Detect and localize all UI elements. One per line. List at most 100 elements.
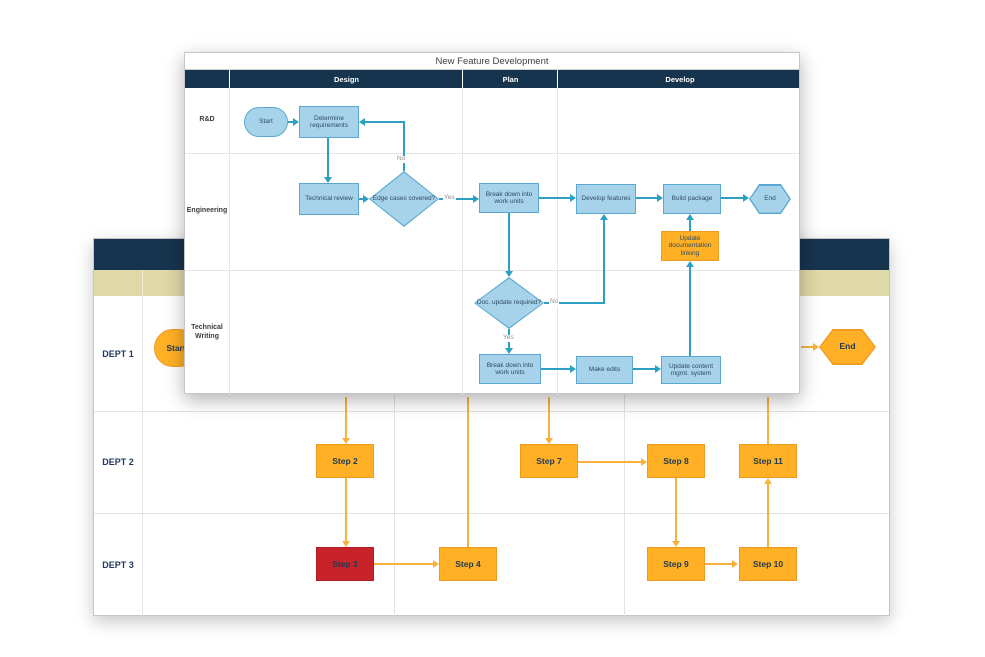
connector-step11-up bbox=[767, 397, 769, 444]
edge-label-yes: Yes bbox=[443, 194, 456, 202]
connector-into-step2 bbox=[345, 397, 347, 438]
arrowhead bbox=[363, 195, 369, 203]
flow-node-start: Start bbox=[244, 107, 288, 137]
phase-header-row: Design Plan Develop bbox=[185, 70, 799, 88]
arrowhead bbox=[600, 214, 608, 220]
flow-node-step4: Step 4 bbox=[439, 547, 497, 581]
connector-no-horizontal bbox=[544, 302, 605, 304]
flow-node-develop-features: Develop features bbox=[576, 184, 636, 214]
arrowhead bbox=[324, 177, 332, 183]
hexagon-fill bbox=[750, 185, 790, 213]
flow-node-step10: Step 10 bbox=[739, 547, 797, 581]
connector-step9-step10 bbox=[705, 563, 732, 565]
arrowhead bbox=[342, 438, 350, 444]
flow-node-make-edits: Make edits bbox=[576, 356, 633, 384]
edge-label-no: No bbox=[549, 298, 560, 306]
flow-node-update-documentation-linking: Update documentation linking bbox=[661, 231, 719, 261]
arrowhead bbox=[672, 541, 680, 547]
flow-node-breakdown-work-units-eng: Break down into work units bbox=[479, 183, 539, 213]
arrowhead bbox=[743, 194, 749, 202]
arrowhead bbox=[473, 195, 479, 203]
connector-step3-step4 bbox=[374, 563, 433, 565]
arrowhead bbox=[813, 343, 819, 351]
flow-node-determine-requirements: Determine requirements bbox=[299, 106, 359, 138]
lane-label-dept2: DEPT 2 bbox=[102, 457, 134, 467]
connector-no-vertical bbox=[603, 220, 605, 303]
connector-step2-step3 bbox=[345, 478, 347, 541]
connector-into-step7 bbox=[548, 397, 550, 438]
connector-step10-step11 bbox=[767, 484, 769, 547]
connector-no-loop-vertical bbox=[403, 121, 405, 171]
flow-node-step9: Step 9 bbox=[647, 547, 705, 581]
phase-header-plan: Plan bbox=[462, 70, 558, 88]
gridline bbox=[94, 411, 889, 412]
flow-node-step7: Step 7 bbox=[520, 444, 578, 478]
gridline bbox=[557, 88, 558, 395]
flow-node-step8: Step 8 bbox=[647, 444, 705, 478]
lane-label-technical-writing: Technical Writing bbox=[191, 324, 223, 340]
flow-node-edge-cases-covered: Edge cases covered? bbox=[369, 171, 439, 227]
gridline bbox=[462, 88, 463, 395]
flow-node-step11: Step 11 bbox=[739, 444, 797, 478]
connector-start-determine bbox=[288, 121, 294, 123]
arrowhead bbox=[359, 118, 365, 126]
arrowhead bbox=[570, 194, 576, 202]
lane-label-rnd: R&D bbox=[199, 116, 215, 124]
edge-label-no: No bbox=[396, 155, 407, 163]
connector-into-end bbox=[801, 346, 813, 348]
connector-techreview-edgecases bbox=[359, 198, 365, 200]
gridline bbox=[185, 153, 799, 154]
arrowhead bbox=[433, 560, 439, 568]
connector-step7-step8 bbox=[578, 461, 641, 463]
flow-node-end: End bbox=[749, 184, 791, 214]
arrowhead bbox=[732, 560, 738, 568]
connector-develop-build bbox=[636, 197, 657, 199]
arrowhead bbox=[764, 478, 772, 484]
flow-node-update-content-mgmt: Update content mgmt. system bbox=[661, 356, 721, 384]
lane-label-dept1: DEPT 1 bbox=[102, 348, 134, 359]
arrowhead bbox=[657, 194, 663, 202]
connector-build-end bbox=[721, 197, 743, 199]
divider bbox=[142, 270, 143, 296]
arrowhead bbox=[655, 365, 661, 373]
phase-header-develop: Develop bbox=[557, 70, 802, 88]
connector-updatedoc-build bbox=[689, 220, 691, 231]
flow-node-build-package: Build package bbox=[663, 184, 721, 214]
arrowhead bbox=[641, 458, 647, 466]
arrowhead bbox=[342, 541, 350, 547]
flow-node-doc-update-required: Doc. update required? bbox=[474, 277, 544, 329]
flow-node-step2: Step 2 bbox=[316, 444, 374, 478]
arrowhead bbox=[686, 214, 694, 220]
phase-header-design: Design bbox=[229, 70, 463, 88]
connector-yes-breakdown bbox=[439, 198, 473, 200]
arrowhead bbox=[293, 118, 299, 126]
gridline bbox=[394, 296, 395, 616]
connector-breakdown-docupdate bbox=[508, 213, 510, 272]
connector-determine-techreview bbox=[327, 138, 329, 178]
gridline bbox=[142, 296, 143, 616]
lane-label-dept3: DEPT 3 bbox=[102, 559, 134, 570]
connector-cms-updatedoc bbox=[689, 267, 691, 356]
connector-makeedits-cms bbox=[633, 368, 655, 370]
gridline bbox=[229, 88, 230, 395]
arrowhead bbox=[686, 261, 694, 267]
flow-node-breakdown-work-units-tw: Break down into work units bbox=[479, 354, 541, 384]
connector-breakdown-makeedits bbox=[541, 368, 570, 370]
connector-no-loop-horizontal bbox=[365, 121, 405, 123]
gridline bbox=[185, 270, 799, 271]
gridline bbox=[94, 513, 889, 514]
connector-breakdown-develop bbox=[539, 197, 570, 199]
front-swimlane-diagram: New Feature Development Design Plan Deve… bbox=[184, 52, 800, 395]
diagram-title: New Feature Development bbox=[185, 53, 799, 70]
arrowhead bbox=[505, 348, 513, 354]
arrowhead bbox=[545, 438, 553, 444]
arrowhead bbox=[505, 271, 513, 277]
flow-node-end: End bbox=[819, 329, 876, 365]
lane-label-engineering: Engineering bbox=[186, 207, 228, 215]
flow-node-technical-review: Technical review bbox=[299, 183, 359, 215]
edge-label-yes: Yes bbox=[502, 334, 515, 342]
connector-step8-step9 bbox=[675, 478, 677, 541]
hexagon-fill bbox=[820, 330, 875, 364]
connector-step4-up bbox=[467, 397, 469, 547]
flow-node-step3: Step 3 bbox=[316, 547, 374, 581]
